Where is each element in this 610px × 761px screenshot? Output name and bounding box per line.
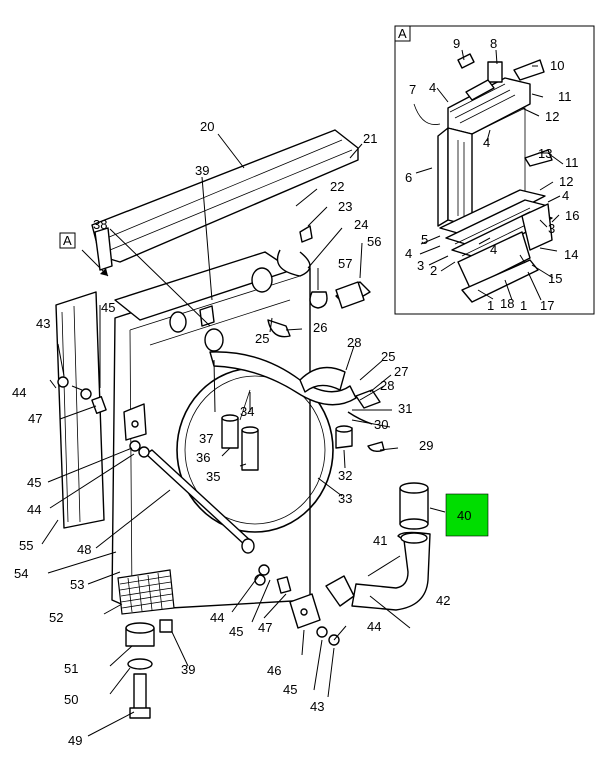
callout-6: 6 <box>405 170 412 185</box>
callout-4c: 4 <box>562 188 569 203</box>
callout-45d: 45 <box>283 682 297 697</box>
callout-11b: 11 <box>565 155 579 170</box>
callout-1a: 1 <box>487 298 494 313</box>
callout-9: 9 <box>453 36 460 51</box>
callout-38: 38 <box>93 217 107 232</box>
callout-39b: 39 <box>181 662 195 677</box>
callout-43b: 43 <box>310 699 324 714</box>
callout-16: 16 <box>565 208 579 223</box>
callout-55: 55 <box>19 538 33 553</box>
callout-45a: 45 <box>101 300 115 315</box>
callout-17: 17 <box>540 298 554 313</box>
callout-43a: 43 <box>36 316 50 331</box>
callout-15: 15 <box>548 271 562 286</box>
callout-32: 32 <box>338 468 352 483</box>
detail-view-a: A 9 8 10 7 4 11 12 4 13 <box>394 25 595 315</box>
callout-28a: 28 <box>347 335 361 350</box>
callout-46: 46 <box>267 663 281 678</box>
callout-41: 41 <box>373 533 387 548</box>
callout-7: 7 <box>409 82 416 97</box>
callout-30: 30 <box>374 417 388 432</box>
callout-56: 56 <box>367 234 381 249</box>
callout-42: 42 <box>436 593 450 608</box>
callout-40: 40 <box>457 508 471 523</box>
main-view-label: A <box>63 233 72 248</box>
part-40-highlight[interactable] <box>445 493 489 537</box>
callout-5: 5 <box>421 232 428 247</box>
callout-33: 33 <box>338 491 352 506</box>
callout-25a: 25 <box>255 331 269 346</box>
callout-13: 13 <box>538 146 552 161</box>
callout-47b: 47 <box>258 620 272 635</box>
callout-34: 34 <box>240 404 254 419</box>
callout-20: 20 <box>200 119 214 134</box>
callout-22: 22 <box>330 179 344 194</box>
callout-4b: 4 <box>483 135 490 150</box>
callout-29: 29 <box>419 438 433 453</box>
callout-10: 10 <box>550 58 564 73</box>
callout-28b: 28 <box>380 378 394 393</box>
callout-1b: 1 <box>520 298 527 313</box>
callout-53: 53 <box>70 577 84 592</box>
callout-51: 51 <box>64 661 78 676</box>
callout-44b: 44 <box>27 502 41 517</box>
callout-47a: 47 <box>28 411 42 426</box>
callout-54: 54 <box>14 566 28 581</box>
callout-4e: 4 <box>405 246 412 261</box>
callout-3a: 3 <box>548 221 555 236</box>
callout-57: 57 <box>338 256 352 271</box>
callout-49: 49 <box>68 733 82 748</box>
callout-52: 52 <box>49 610 63 625</box>
callout-12a: 12 <box>545 109 559 124</box>
callout-44a: 44 <box>12 385 26 400</box>
callout-27: 27 <box>394 364 408 379</box>
callout-36: 36 <box>196 450 210 465</box>
callout-3b: 3 <box>417 258 424 273</box>
callout-44d: 44 <box>367 619 381 634</box>
callout-44c: 44 <box>210 610 224 625</box>
callout-25b: 25 <box>381 349 395 364</box>
callout-48: 48 <box>77 542 91 557</box>
callout-4a: 4 <box>429 80 436 95</box>
callout-31: 31 <box>398 401 412 416</box>
callout-2: 2 <box>430 263 437 278</box>
callout-35: 35 <box>206 469 220 484</box>
callout-39a: 39 <box>195 163 209 178</box>
callout-24: 24 <box>354 217 368 232</box>
callout-23: 23 <box>338 199 352 214</box>
callout-37: 37 <box>199 431 213 446</box>
callout-11a: 11 <box>558 89 572 104</box>
callout-21: 21 <box>363 131 377 146</box>
callout-45b: 45 <box>27 475 41 490</box>
callout-12b: 12 <box>559 174 573 189</box>
callout-26: 26 <box>313 320 327 335</box>
callout-8: 8 <box>490 36 497 51</box>
callout-50: 50 <box>64 692 78 707</box>
callout-4d: 4 <box>490 242 497 257</box>
detail-view-label: A <box>398 26 407 41</box>
callout-18: 18 <box>500 296 514 311</box>
main-assembly: A <box>12 119 489 748</box>
callout-14: 14 <box>564 247 578 262</box>
callout-45c: 45 <box>229 624 243 639</box>
